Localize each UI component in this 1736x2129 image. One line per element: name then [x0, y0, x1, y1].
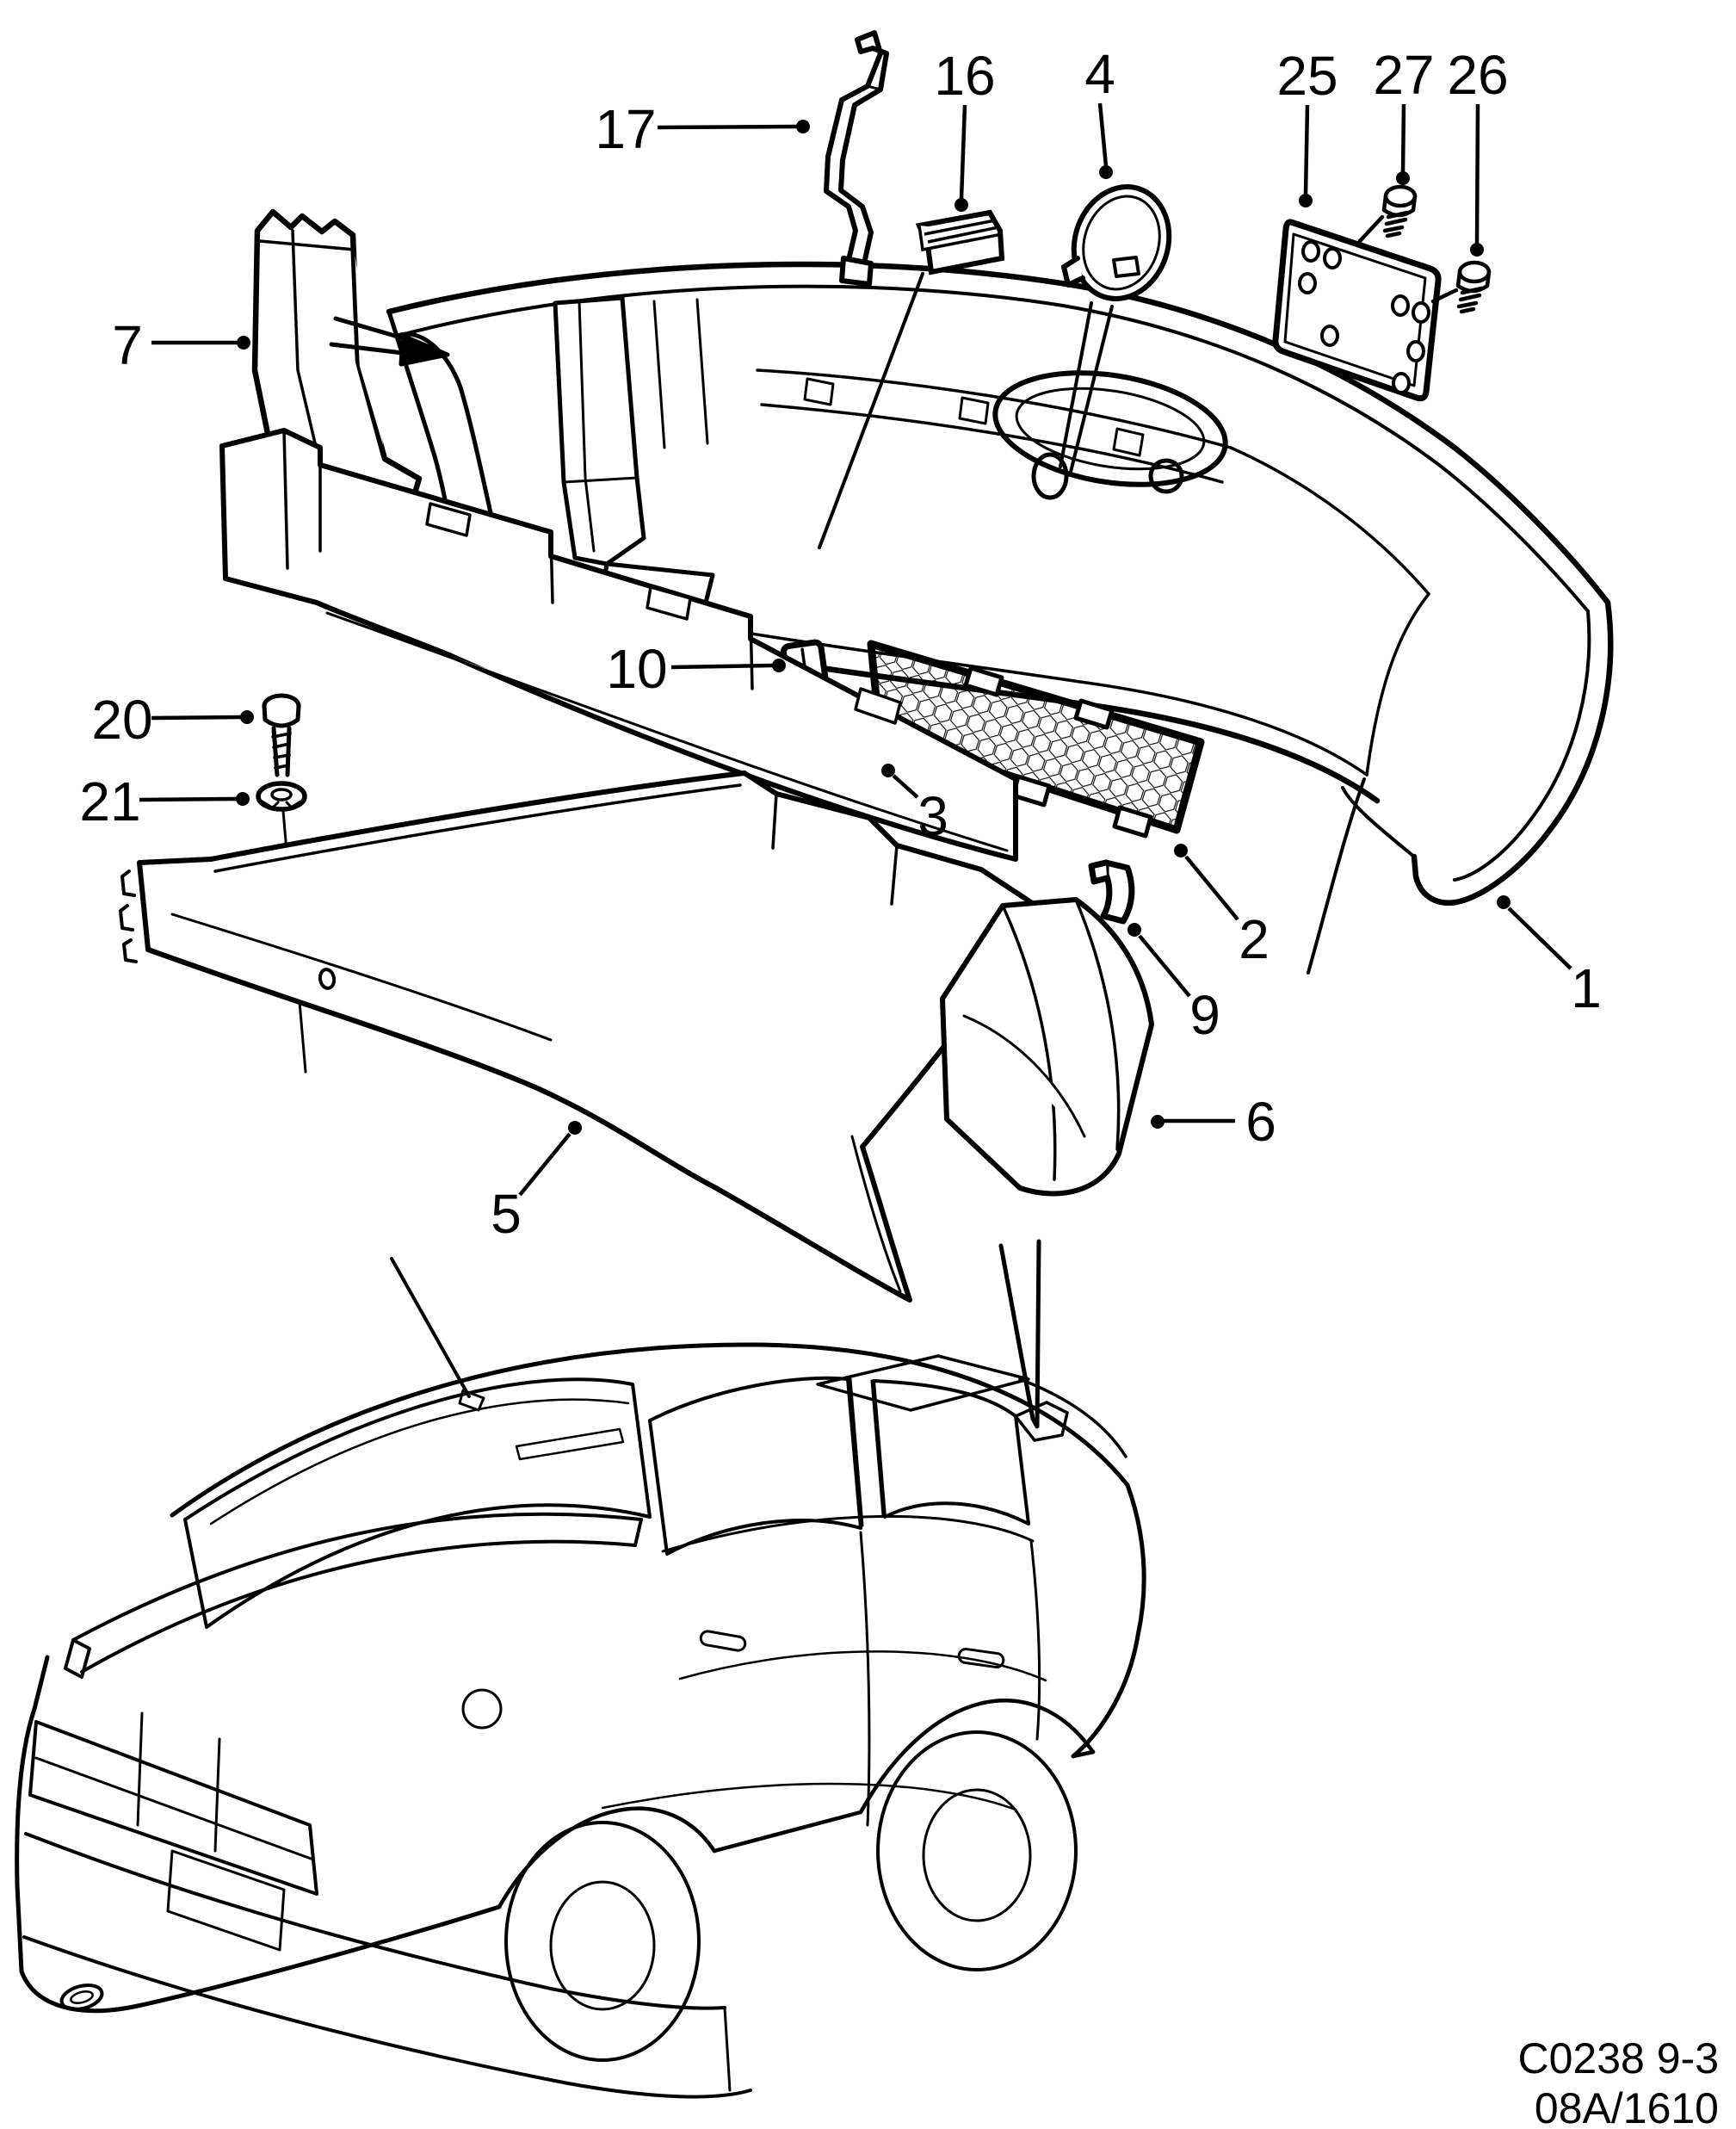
leader-4-mount — [1059, 301, 1114, 473]
svg-text:20: 20 — [91, 689, 152, 751]
callout-2: 2 — [1174, 844, 1270, 970]
callout-21: 21 — [79, 771, 250, 832]
part-license-plate-bracket — [1272, 219, 1442, 402]
figure-code: C0238 9-3 — [1518, 2034, 1720, 2083]
part-screw-26 — [1430, 260, 1492, 314]
svg-text:6: 6 — [1245, 1091, 1276, 1153]
sheet-code: 08A/1610 — [1535, 2084, 1719, 2129]
svg-text:2: 2 — [1239, 908, 1270, 970]
part-bolt — [262, 693, 301, 777]
leader-16-mount — [818, 272, 924, 549]
svg-text:17: 17 — [595, 98, 656, 160]
part-bumper-cover — [386, 261, 1614, 975]
svg-text:4: 4 — [1084, 43, 1115, 105]
svg-text:26: 26 — [1447, 44, 1508, 106]
part-screw-27 — [1357, 184, 1418, 244]
svg-text:16: 16 — [934, 45, 995, 107]
callout-4: 4 — [1084, 43, 1115, 179]
part-hook-clip — [1088, 859, 1135, 925]
callout-26: 26 — [1447, 44, 1509, 257]
callout-25: 25 — [1276, 45, 1338, 207]
part-shock-absorber-end — [940, 897, 1154, 1197]
svg-text:1: 1 — [1571, 957, 1602, 1019]
svg-text:7: 7 — [112, 314, 143, 376]
svg-text:9: 9 — [1189, 984, 1220, 1046]
svg-text:21: 21 — [79, 771, 140, 832]
svg-text:10: 10 — [606, 638, 667, 700]
part-towing-eye-cover — [1061, 184, 1172, 301]
svg-text:25: 25 — [1276, 45, 1338, 107]
callout-17: 17 — [595, 98, 810, 160]
svg-text:3: 3 — [917, 785, 948, 847]
pointer-wedge — [998, 1239, 1041, 1429]
svg-text:5: 5 — [491, 1183, 522, 1245]
callout-9: 9 — [1127, 923, 1220, 1046]
callout-27: 27 — [1373, 44, 1435, 185]
car-illustration — [15, 1257, 1146, 2099]
part-bumper-member — [119, 771, 1047, 1303]
callout-3: 3 — [881, 764, 948, 847]
callout-20: 20 — [91, 689, 254, 751]
part-absorber-upper — [219, 428, 1018, 862]
insert-arrow — [329, 316, 450, 367]
callout-16: 16 — [915, 45, 1005, 275]
callout-1: 1 — [1497, 895, 1602, 1019]
callout-10: 10 — [606, 638, 786, 700]
callout-7: 7 — [112, 314, 250, 376]
callout-5: 5 — [491, 1121, 582, 1245]
callout-6: 6 — [1151, 1091, 1276, 1153]
svg-text:27: 27 — [1373, 44, 1434, 106]
part-upper-mounting-bracket — [824, 30, 889, 287]
